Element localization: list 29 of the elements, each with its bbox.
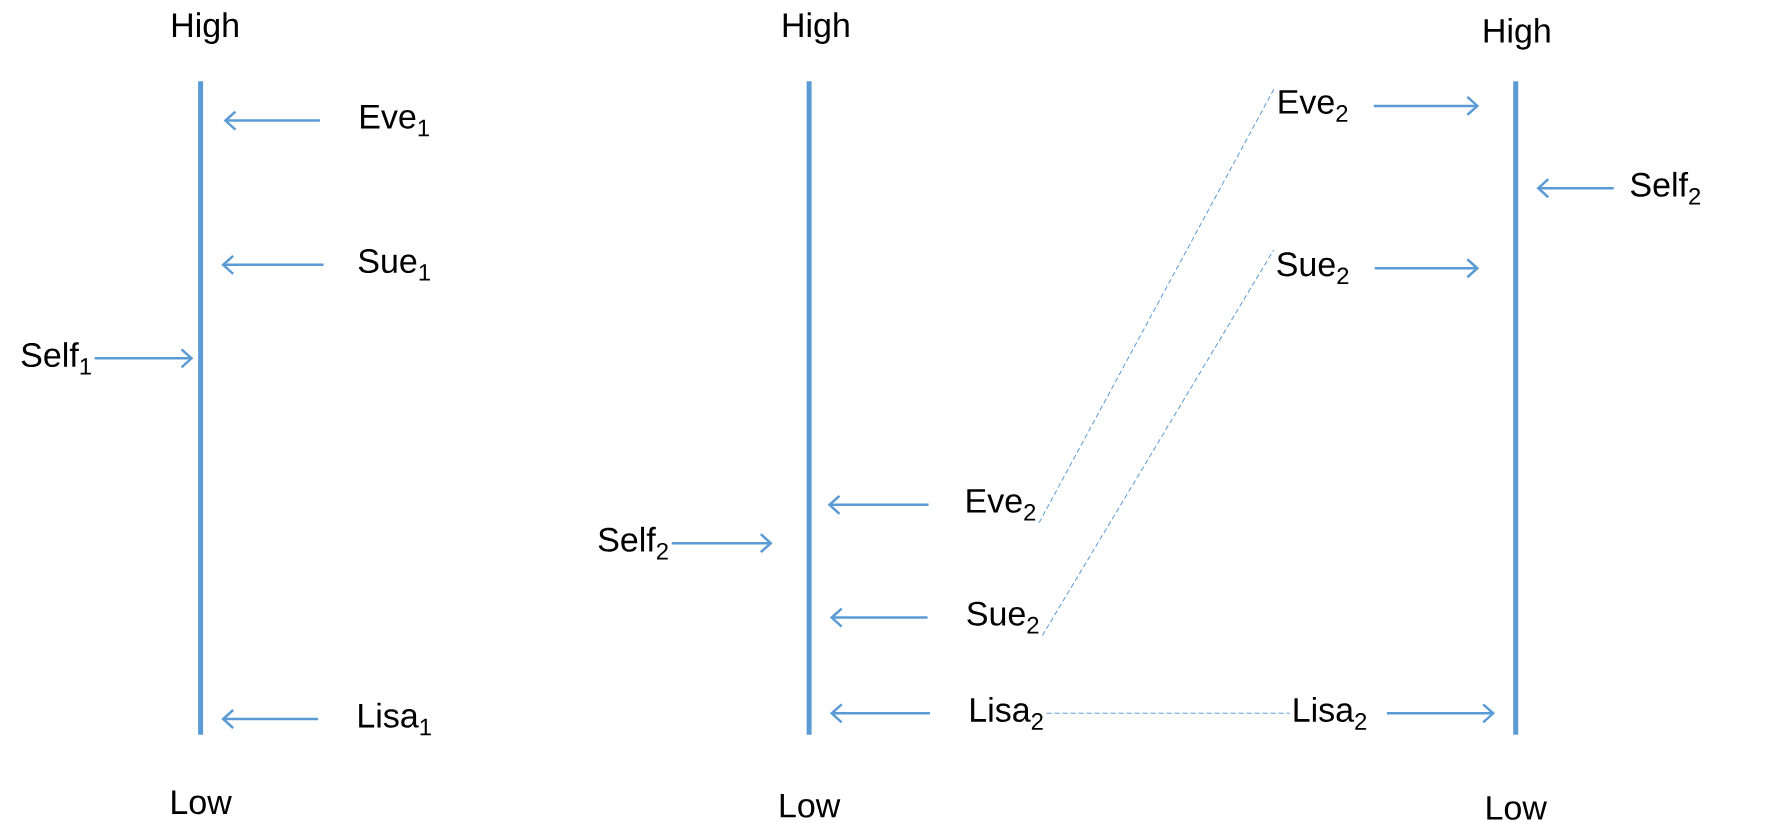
arrow bbox=[1386, 703, 1495, 724]
name-label: Self$_{1}$ bbox=[21, 342, 91, 375]
arrow bbox=[1374, 258, 1480, 279]
name-label: Eve$_{2}$ bbox=[1279, 90, 1348, 122]
arrow bbox=[829, 703, 930, 724]
name-label: Sue$_{2}$ bbox=[967, 601, 1039, 634]
name-label: Eve$_{2}$ bbox=[967, 489, 1036, 521]
dashed-line bbox=[1041, 249, 1275, 637]
arrow bbox=[223, 110, 320, 131]
arrow bbox=[94, 348, 194, 369]
scale-label: Low bbox=[172, 790, 232, 815]
arrow bbox=[829, 607, 928, 628]
arrow bbox=[221, 254, 324, 275]
arrow bbox=[1373, 96, 1480, 116]
dashed-line bbox=[1046, 712, 1290, 714]
name-label: Lisa$_{2}$ bbox=[1294, 697, 1367, 730]
name-label: Lisa$_{2}$ bbox=[971, 697, 1043, 730]
name-label: Sue$_{2}$ bbox=[1277, 252, 1349, 285]
name-label: Self$_{2}$ bbox=[598, 526, 668, 560]
name-label: Sue$_{1}$ bbox=[358, 249, 430, 281]
scale-label: Low bbox=[1487, 796, 1547, 820]
arrow bbox=[1536, 178, 1614, 199]
name-label: Eve$_{1}$ bbox=[361, 105, 429, 137]
name-label: Lisa$_{1}$ bbox=[359, 702, 431, 736]
arrow bbox=[671, 533, 773, 554]
arrow bbox=[827, 494, 929, 515]
name-label: Self$_{2}$ bbox=[1630, 171, 1701, 205]
scale-label: Low bbox=[780, 793, 841, 818]
arrow bbox=[221, 709, 319, 729]
